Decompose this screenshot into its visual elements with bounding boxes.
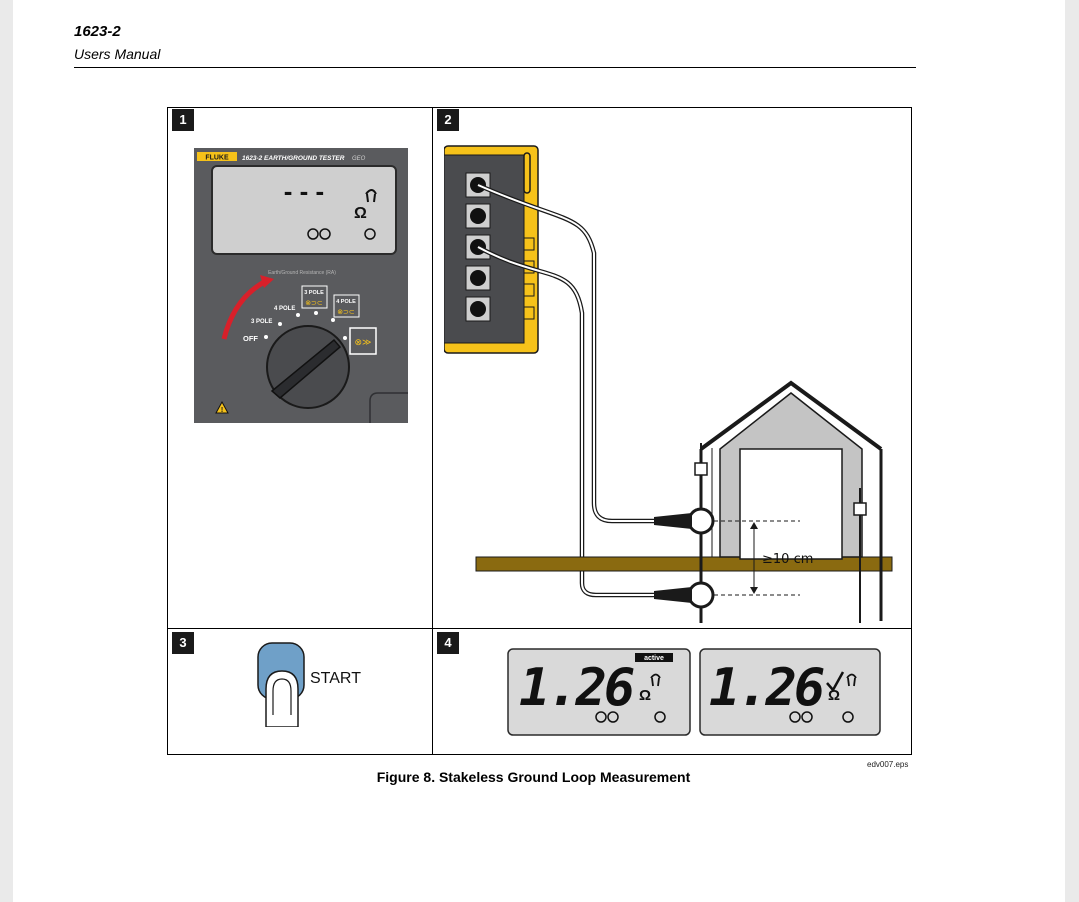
stake-icon — [789, 711, 801, 723]
dial-dot — [314, 311, 318, 315]
panel-number-1: 1 — [172, 109, 194, 131]
stake-icon — [595, 711, 607, 723]
active-badge-bg — [635, 653, 673, 662]
house-window — [739, 448, 843, 560]
stake-icon — [307, 228, 319, 240]
ground-strip — [475, 556, 893, 572]
tester-front-illustration: FLUKE 1623-2 EARTH/GROUND TESTER GEO - -… — [194, 148, 408, 423]
active-badge: active — [644, 655, 664, 662]
manual-subtitle: Users Manual — [74, 46, 161, 62]
reading-value: 1.26 — [709, 658, 824, 718]
warning-icon — [215, 400, 229, 414]
stake-icon — [319, 228, 331, 240]
check-icon — [826, 671, 845, 693]
dimension-arrowhead — [750, 587, 758, 594]
lcd-frame — [507, 648, 691, 736]
rod-clamp — [694, 462, 708, 476]
lcd-frame — [699, 648, 881, 736]
warning-mark: ! — [221, 407, 223, 414]
tester-edge-detail — [369, 392, 408, 423]
dial-dot — [331, 318, 335, 322]
tester-title-suffix: GEO — [352, 156, 366, 162]
panel-number-3: 3 — [172, 632, 194, 654]
test-lead-highlights — [477, 184, 656, 596]
panel-number-4: 4 — [437, 632, 459, 654]
dial-box-stakeless — [349, 327, 377, 355]
figure-caption-wrap: Figure 8. Stakeless Ground Loop Measurem… — [0, 769, 1079, 785]
rotation-arrow — [221, 278, 268, 340]
panel-number-2: 2 — [437, 109, 459, 131]
dial-position-4pole: 4 POLE — [274, 306, 295, 312]
lcd-omega: Ω — [828, 687, 840, 704]
rod-clamp — [853, 502, 867, 516]
stakeless-connection-diagram: ≥10 cm — [444, 145, 893, 623]
clamp-jaw-lower — [654, 581, 715, 609]
lcd-omega: Ω — [354, 205, 367, 222]
stake-icon — [607, 711, 619, 723]
dial-dot — [296, 313, 300, 317]
clamp-icon — [846, 673, 857, 687]
brand-badge — [197, 152, 237, 161]
manual-page: 1623-2 Users Manual 1 2 3 4 FLUKE 1623-2… — [13, 0, 1065, 902]
clamp-jaw-upper — [654, 507, 715, 535]
case-rib — [523, 237, 535, 251]
dial-box-4pole-label: 4 POLE — [336, 299, 356, 305]
dial-dot — [278, 322, 282, 326]
figure-frame: 1 2 3 4 FLUKE 1623-2 EARTH/GROUND TESTER… — [167, 107, 912, 755]
house-roof-line — [706, 388, 876, 450]
rotation-arrowhead — [260, 275, 274, 288]
panel-divider-vertical — [432, 108, 433, 754]
stake-icon — [842, 711, 854, 723]
dial-caption: Earth/Ground Resistance (RA) — [268, 270, 336, 276]
clamp-symbol: ⊗⊃⊂ — [337, 308, 355, 316]
figure-caption: Figure 8. Stakeless Ground Loop Measurem… — [376, 769, 691, 785]
clamp-symbol: ⊗⊃⊂ — [305, 299, 323, 307]
reading-value: 1.26 — [519, 658, 634, 718]
tester-title: 1623-2 EARTH/GROUND TESTER — [242, 155, 345, 162]
house-roof-conductor — [699, 380, 883, 451]
dial-box-3pole-label: 3 POLE — [304, 290, 324, 296]
model-number: 1623-2 — [74, 23, 121, 40]
case-rib — [523, 283, 535, 297]
tester-lcd — [211, 165, 397, 255]
stakeless-symbol: ⊗≫ — [355, 338, 372, 348]
dial-dot — [343, 336, 347, 340]
dial-position-off: OFF — [243, 334, 258, 343]
reading-display-final: 1.26 Ω — [699, 648, 881, 736]
stake-icon — [364, 228, 376, 240]
panel-divider-horizontal — [168, 628, 911, 629]
dial-knob — [270, 338, 342, 399]
dial-box-3pole — [301, 285, 328, 309]
stake-icon — [801, 711, 813, 723]
dimension-arrowhead — [750, 522, 758, 529]
dial-box-4pole — [333, 294, 360, 318]
start-button-illustration — [257, 642, 305, 727]
reading-display-active: 1.26 active Ω — [507, 648, 691, 736]
case-bumper — [523, 152, 531, 194]
distance-label: ≥10 cm — [762, 552, 813, 567]
stake-icon — [654, 711, 666, 723]
clamp-icon — [365, 189, 377, 203]
lcd-dashes: - - - — [284, 176, 324, 206]
start-label: START — [310, 670, 361, 687]
header-rule — [74, 67, 916, 68]
dial-dot — [264, 335, 268, 339]
brand-label: FLUKE — [205, 155, 229, 162]
lcd-omega: Ω — [639, 687, 651, 704]
case-rib — [523, 306, 535, 320]
file-label: edv007.eps — [867, 760, 909, 769]
dial-position-3pole: 3 POLE — [251, 319, 272, 325]
clamp-icon — [650, 673, 661, 687]
fingernail-outline — [272, 678, 292, 715]
